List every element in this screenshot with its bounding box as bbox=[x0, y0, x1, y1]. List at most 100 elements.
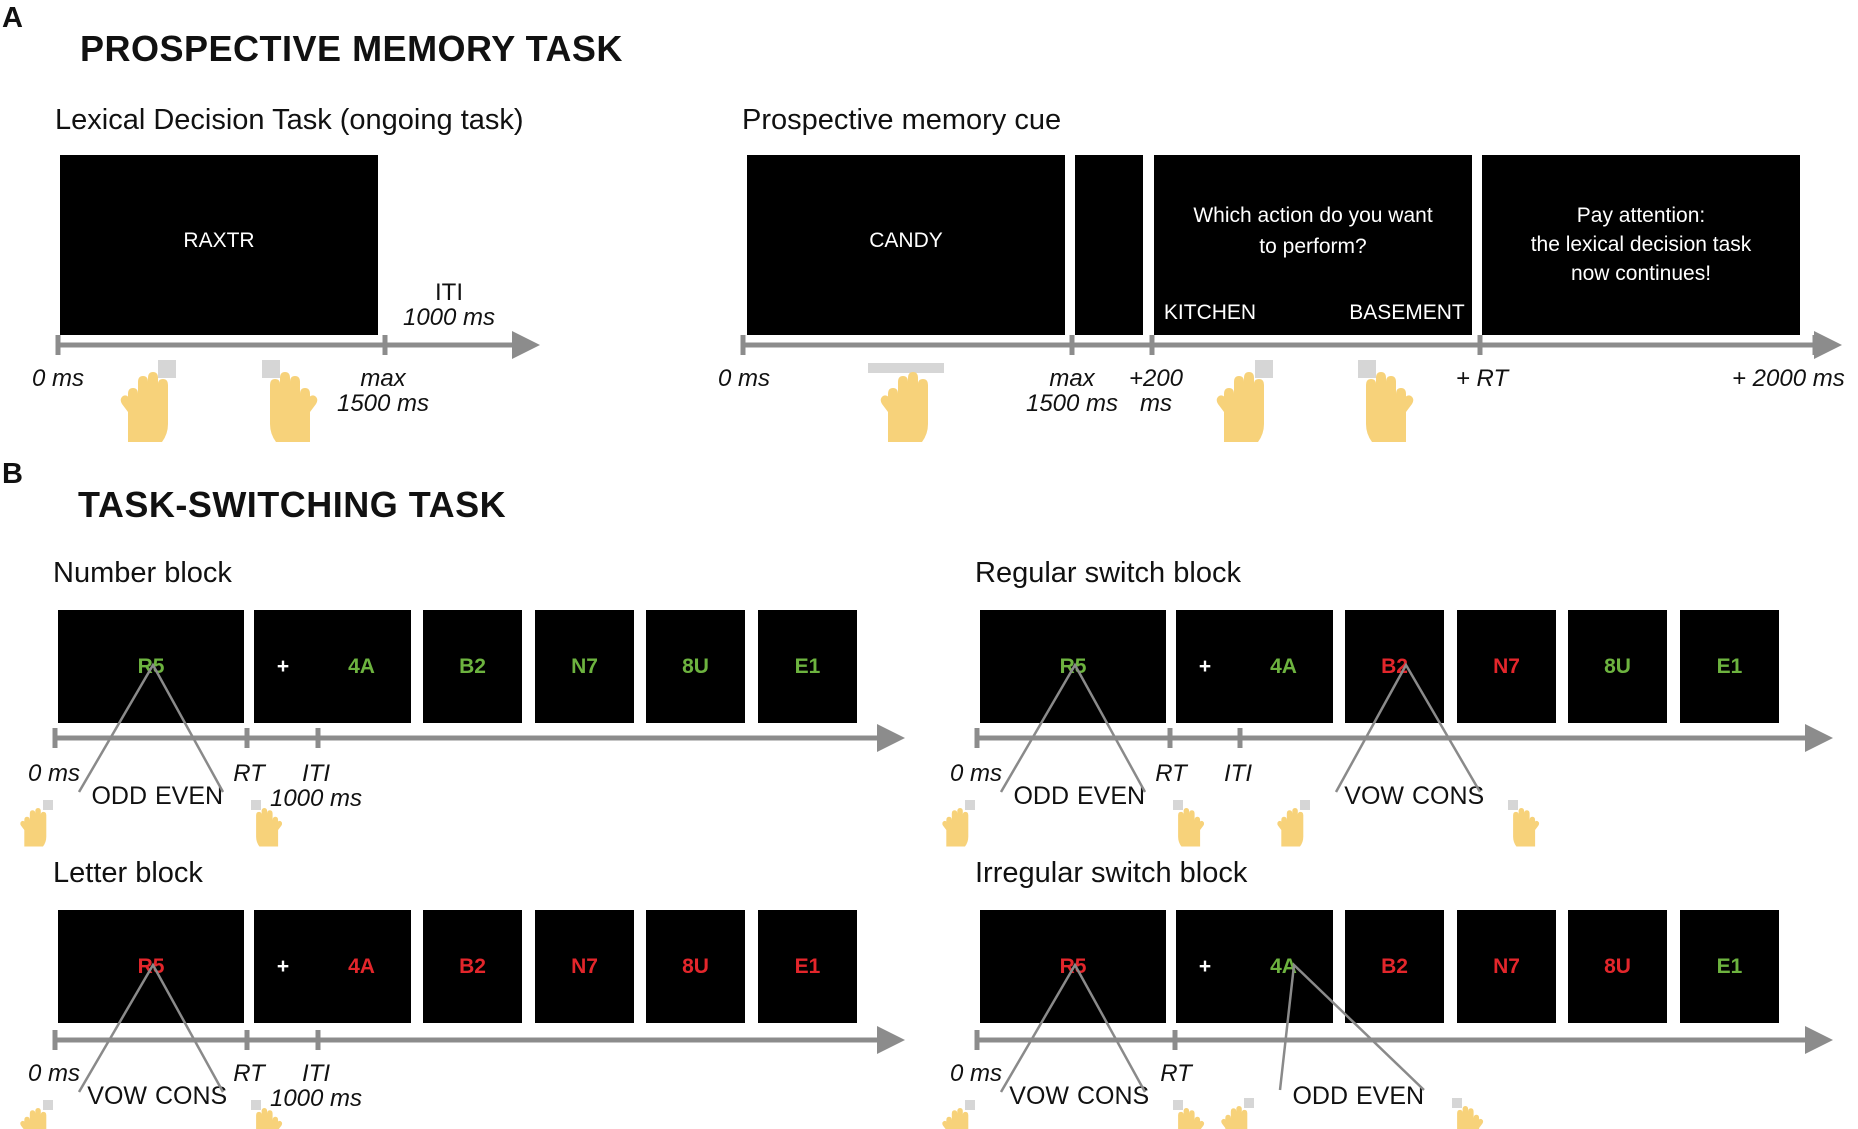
block-t0: 0 ms bbox=[950, 760, 1003, 787]
stimulus-text: 4A bbox=[348, 954, 375, 978]
timeline-arrowhead bbox=[877, 1026, 905, 1054]
pm-cue-screen: CANDY bbox=[747, 155, 1065, 335]
key-square-icon bbox=[1255, 360, 1273, 378]
hand-shape bbox=[942, 1108, 969, 1129]
stimulus-screen: 8U bbox=[646, 610, 745, 723]
lexical-subtitle: Lexical Decision Task (ongoing task) bbox=[55, 104, 524, 136]
panel-letter-b: B bbox=[2, 458, 23, 490]
stimulus-screen: E1 bbox=[758, 910, 857, 1023]
block-iti-value: 1000 ms bbox=[269, 1085, 363, 1112]
pm-attention-line1: Pay attention: bbox=[1576, 203, 1706, 227]
hand-shape bbox=[942, 808, 969, 847]
hand-icon bbox=[1457, 1106, 1484, 1129]
stimulus-screen: 4A bbox=[1234, 910, 1333, 1023]
pm-plus200-unit: ms bbox=[1140, 390, 1172, 417]
hand-icon bbox=[942, 1108, 969, 1129]
block-title: Number block bbox=[53, 557, 232, 589]
response-connector bbox=[1334, 662, 1482, 793]
pm-question-line1: Which action do you want bbox=[1193, 203, 1433, 227]
lexical-max-value: 1500 ms bbox=[336, 390, 430, 417]
pm-attention-screen: Pay attention: the lexical decision task… bbox=[1482, 155, 1800, 335]
pm-question-screen: Which action do you want to perform? KIT… bbox=[1154, 155, 1472, 335]
stimulus-text: B2 bbox=[1381, 954, 1408, 978]
fixation-cross: + bbox=[276, 954, 290, 978]
block-rt: RT bbox=[233, 1060, 265, 1087]
fixation-screen: + bbox=[254, 910, 312, 1023]
stimulus-text: B2 bbox=[459, 954, 486, 978]
response-right-label: CONS bbox=[155, 1082, 228, 1110]
timeline-arrowhead bbox=[877, 724, 905, 752]
key-square-icon bbox=[1508, 800, 1518, 810]
panel-letter-a: A bbox=[2, 2, 23, 34]
stimulus-screen: B2 bbox=[423, 910, 522, 1023]
lexical-iti-label: ITI bbox=[435, 279, 463, 306]
hand-shape bbox=[880, 372, 928, 442]
pm-question-line2: to perform? bbox=[1259, 234, 1367, 258]
response-left-label: ODD bbox=[1292, 1082, 1348, 1110]
pm-blank-screen bbox=[1075, 155, 1143, 335]
stimulus-text: 4A bbox=[1270, 954, 1297, 978]
hand-icon bbox=[1277, 808, 1304, 847]
key-square-icon bbox=[158, 360, 176, 378]
stimulus-screen: 8U bbox=[1568, 910, 1667, 1023]
lexical-screen: RAXTR bbox=[60, 155, 378, 335]
block-rt: RT bbox=[233, 760, 265, 787]
hand-icon bbox=[942, 808, 969, 847]
hand-shape bbox=[256, 808, 283, 847]
hand-shape bbox=[270, 372, 318, 442]
hand-shape bbox=[1457, 1106, 1484, 1129]
stimulus-text: 4A bbox=[1270, 654, 1297, 678]
block-iti-value: 1000 ms bbox=[269, 785, 363, 812]
hand-shape bbox=[120, 372, 168, 442]
fixation-screen: + bbox=[1176, 910, 1234, 1023]
block-rt: RT bbox=[1160, 1060, 1192, 1087]
stimulus-text: N7 bbox=[571, 654, 598, 678]
hand-shape bbox=[1178, 1108, 1205, 1129]
lexical-t0: 0 ms bbox=[32, 365, 85, 392]
stimulus-screen: N7 bbox=[535, 910, 634, 1023]
stimulus-text: E1 bbox=[1716, 654, 1743, 678]
pm-t0: 0 ms bbox=[718, 365, 771, 392]
key-square-icon bbox=[965, 1100, 975, 1110]
response-connector bbox=[1278, 962, 1425, 1091]
key-square-icon bbox=[1452, 1098, 1462, 1108]
pm-plus200-label: +200 bbox=[1128, 365, 1184, 392]
block-title: Letter block bbox=[53, 857, 203, 889]
response-right-label: CONS bbox=[1412, 782, 1485, 810]
hand-icon bbox=[1178, 808, 1205, 847]
block-iti: ITI bbox=[1224, 760, 1252, 787]
pm-option-basement: BASEMENT bbox=[1349, 300, 1465, 324]
hand-shape bbox=[1216, 372, 1264, 442]
pm-subtitle: Prospective memory cue bbox=[742, 104, 1062, 136]
hand-icon bbox=[20, 808, 47, 847]
hand-icon bbox=[20, 1108, 47, 1129]
response-left-label: VOW bbox=[1344, 782, 1404, 810]
block-title: Regular switch block bbox=[975, 557, 1241, 589]
response-right-label: EVEN bbox=[155, 782, 224, 810]
pm-end-label: + 2000 ms bbox=[1732, 365, 1845, 392]
block-rt: RT bbox=[1155, 760, 1187, 787]
stimulus-text: N7 bbox=[1493, 954, 1520, 978]
response-connector bbox=[77, 662, 225, 793]
pm-option-kitchen: KITCHEN bbox=[1163, 300, 1257, 324]
hand-shape bbox=[1277, 808, 1304, 847]
stimulus-screen: N7 bbox=[1457, 910, 1556, 1023]
stimulus-screen: 4A bbox=[1234, 610, 1333, 723]
lexical-iti-value: 1000 ms bbox=[402, 304, 496, 331]
pm-rt-label: + RT bbox=[1455, 365, 1509, 392]
block-t0: 0 ms bbox=[28, 760, 81, 787]
stimulus-screen: B2 bbox=[423, 610, 522, 723]
stimulus-screen: 8U bbox=[1568, 610, 1667, 723]
hand-icon bbox=[880, 372, 928, 442]
stimulus-text: 8U bbox=[1604, 954, 1631, 978]
response-connector bbox=[77, 962, 225, 1093]
response-connector bbox=[999, 662, 1147, 793]
hand-icon bbox=[120, 372, 168, 442]
key-square-icon bbox=[965, 800, 975, 810]
stimulus-screen: 4A bbox=[312, 910, 411, 1023]
fixation-cross: + bbox=[1198, 654, 1212, 678]
key-square-icon bbox=[1300, 800, 1310, 810]
block-t0: 0 ms bbox=[28, 1060, 81, 1087]
block-iti: ITI bbox=[302, 760, 330, 787]
